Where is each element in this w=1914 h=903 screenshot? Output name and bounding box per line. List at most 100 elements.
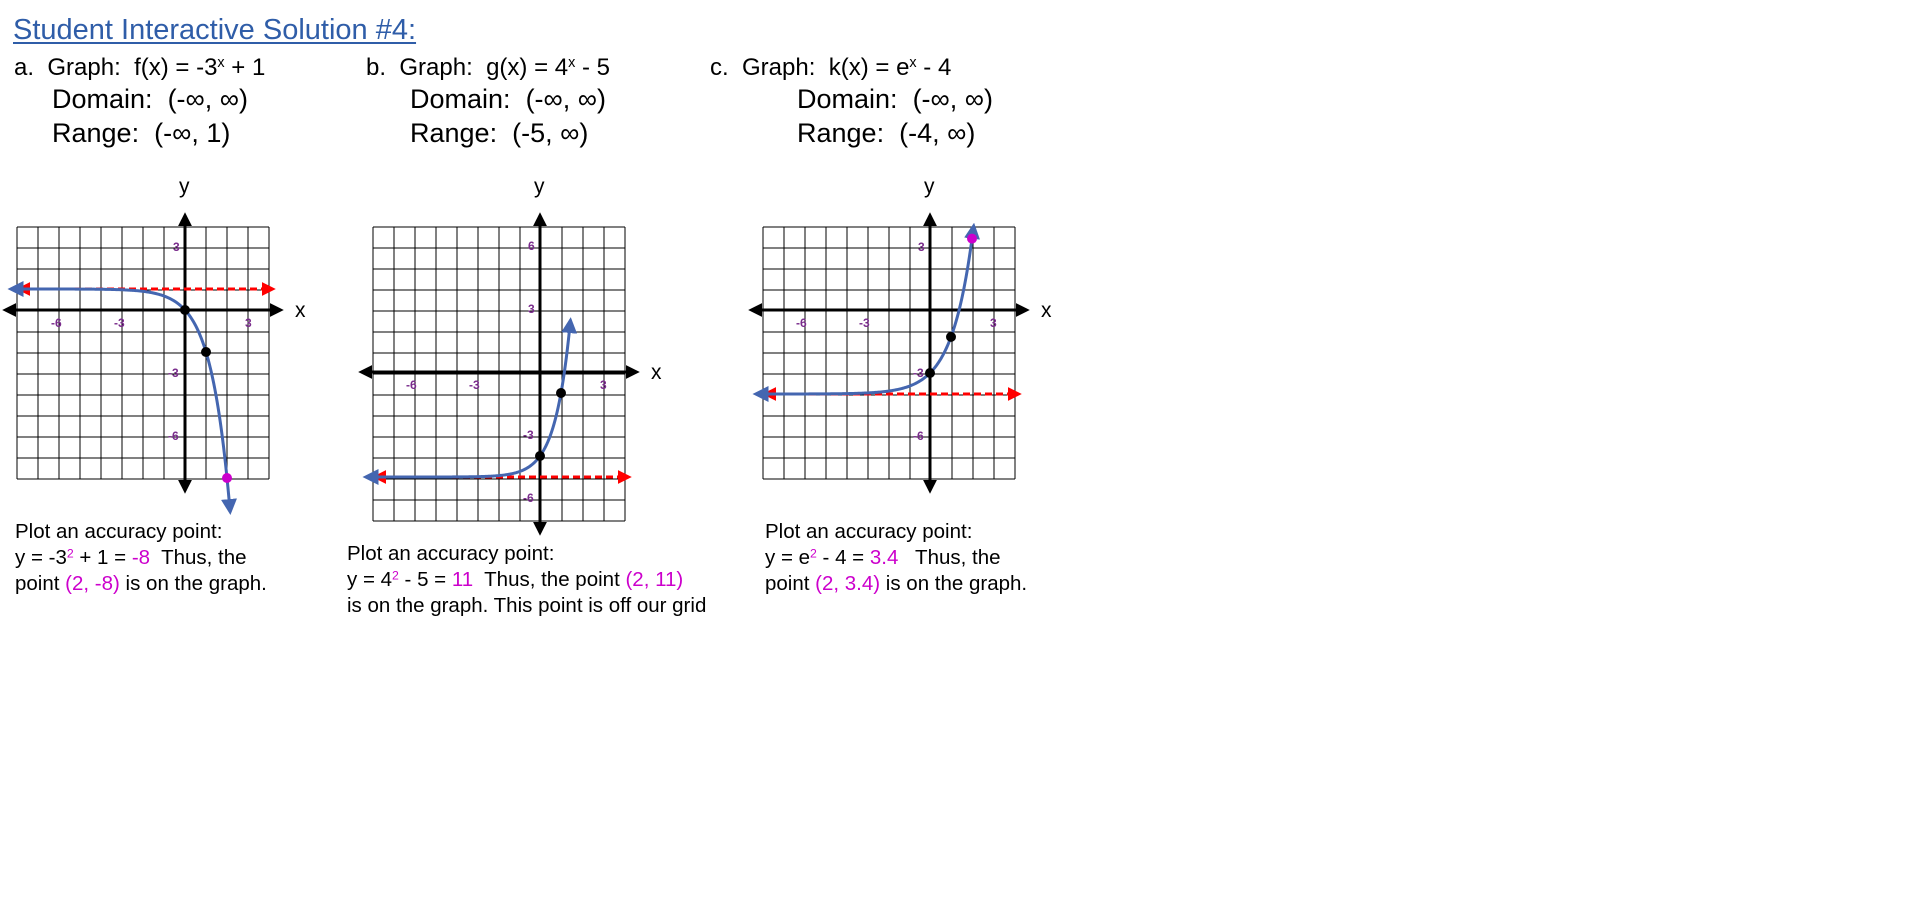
y-tick-label: 3: [173, 240, 180, 254]
problem-b-fn-base: g(x) = 4: [486, 54, 569, 81]
y-axis-label: y: [179, 175, 190, 198]
problem-b-domain: Domain: (-∞, ∞): [410, 84, 606, 115]
x-tick-label: 3: [245, 316, 252, 330]
y-axis-label: y: [924, 175, 935, 198]
note-a-point-pre: point: [15, 572, 66, 595]
x-tick-label: 3: [990, 316, 997, 330]
plotted-point: [180, 305, 190, 315]
x-axis-label: x: [1041, 299, 1052, 322]
note-c-calc: y = e2 - 4 = 3.4 Thus, the: [765, 545, 1027, 571]
problem-a-letter: a.: [14, 54, 35, 81]
problem-b-range: Range: (-5, ∞): [410, 118, 588, 149]
problem-c-fn-tail: - 4: [916, 54, 952, 81]
note-c-calc-mid: - 4 =: [816, 546, 870, 569]
note-b-point: (2, 11): [625, 568, 684, 591]
problem-a-range: Range: (-∞, 1): [52, 118, 230, 149]
y-tick-label: -6: [523, 491, 534, 505]
page-title: Student Interactive Solution #4:: [13, 14, 417, 46]
note-b-calc-exp: 2: [392, 568, 399, 583]
accuracy-point: [222, 473, 232, 483]
note-a-calc-mid: + 1 =: [73, 546, 132, 569]
y-tick-label: 3: [918, 240, 925, 254]
plotted-point: [201, 347, 211, 357]
problem-b-domain-label: Domain:: [410, 84, 511, 114]
problem-c-domain-label: Domain:: [797, 84, 898, 114]
note-b-calc-base: y = 4: [347, 568, 393, 591]
function-curve: [362, 317, 578, 485]
plotted-point: [535, 451, 545, 461]
grid: [762, 226, 1016, 480]
problem-c-domain: Domain: (-∞, ∞): [797, 84, 993, 115]
note-c-point: (2, 3.4): [815, 572, 881, 595]
note-a-line1: Plot an accuracy point:: [15, 520, 223, 543]
y-tick-label: 3: [528, 302, 535, 316]
note-b-line1: Plot an accuracy point:: [347, 542, 555, 565]
problem-b-fn-tail: - 5: [575, 54, 610, 81]
problem-b-function: b. Graph: g(x) = 4x - 5: [366, 54, 610, 82]
note-a-point-line: point (2, -8) is on the graph.: [15, 571, 267, 597]
note-b: Plot an accuracy point: y = 42 - 5 = 11 …: [347, 541, 706, 619]
problem-c-fn-exp: x: [909, 55, 917, 72]
problem-c-range-label: Range:: [797, 118, 885, 148]
y-tick-label: 6: [528, 239, 535, 253]
note-c-line1: Plot an accuracy point:: [765, 520, 973, 543]
accuracy-point: [967, 233, 977, 244]
note-c-point-line: point (2, 3.4) is on the graph.: [765, 571, 1027, 597]
problem-c-graph-word: Graph:: [742, 54, 816, 81]
note-b-calc-tail: Thus, the point: [473, 568, 626, 591]
note-a-calc-exp: 2: [66, 546, 74, 561]
note-a-calc-result: -8: [131, 546, 151, 569]
problem-a-graph-word: Graph:: [47, 54, 121, 81]
x-tick-label: 3: [600, 378, 607, 392]
note-b-calc: y = 42 - 5 = 11 Thus, the point (2, 11): [347, 567, 706, 593]
problem-c-letter: c.: [710, 54, 729, 81]
note-a-calc: y = -32 + 1 = -8 Thus, the: [15, 545, 267, 571]
function-curve: [7, 281, 237, 516]
note-c-point-pre: point: [765, 572, 816, 595]
plotted-point: [925, 368, 935, 378]
note-a-point-post: is on the graph.: [119, 572, 267, 595]
problem-b-letter: b.: [366, 54, 387, 81]
note-a-calc-tail: Thus, the: [150, 546, 247, 569]
problem-b-range-value: (-5, ∞): [512, 118, 589, 148]
note-a-point: (2, -8): [65, 572, 120, 595]
problem-b-graph-word: Graph:: [399, 54, 473, 81]
problem-a-fn-tail: + 1: [224, 54, 266, 81]
problem-a-domain-label: Domain:: [52, 84, 153, 114]
problem-b-fn-exp: x: [568, 55, 576, 72]
x-axis-label: x: [651, 361, 662, 384]
problem-a-function: a. Graph: f(x) = -3x + 1: [14, 54, 265, 82]
note-c-calc-result: 3.4: [869, 546, 899, 569]
problem-a-range-value: (-∞, 1): [154, 118, 231, 148]
function-curve: [752, 222, 980, 402]
problem-a-fn-exp: x: [217, 55, 225, 72]
note-c-calc-tail: Thus, the: [898, 546, 1001, 569]
note-a: Plot an accuracy point: y = -32 + 1 = -8…: [15, 519, 267, 597]
plotted-point: [556, 388, 566, 398]
note-b-calc-mid: - 5 =: [398, 568, 452, 591]
problem-c-range: Range: (-4, ∞): [797, 118, 975, 149]
problem-c-function: c. Graph: k(x) = ex - 4: [710, 54, 951, 82]
problem-a-domain-value: (-∞, ∞): [167, 84, 249, 114]
note-c-calc-base: y = e: [765, 546, 811, 569]
note-a-calc-base: y = -3: [15, 546, 67, 569]
note-b-calc-result: 11: [451, 568, 474, 591]
problem-a-domain: Domain: (-∞, ∞): [52, 84, 248, 115]
note-c: Plot an accuracy point: y = e2 - 4 = 3.4…: [765, 519, 1027, 597]
note-b-line4: is on the graph. This point is off our g…: [347, 594, 707, 617]
y-axis-label: y: [534, 175, 545, 198]
problem-a-fn-base: f(x) = -3: [134, 54, 218, 81]
x-tick-label: -6: [796, 316, 807, 330]
problem-b-domain-value: (-∞, ∞): [525, 84, 607, 114]
x-axis-label: x: [295, 299, 306, 322]
problem-c-range-value: (-4, ∞): [899, 118, 976, 148]
problem-c-domain-value: (-∞, ∞): [912, 84, 994, 114]
note-c-point-post: is on the graph.: [880, 572, 1028, 595]
x-tick-label: -3: [859, 316, 870, 330]
note-c-calc-exp: 2: [810, 546, 817, 561]
y-tick-label: -6: [913, 429, 924, 443]
problem-b-range-label: Range:: [410, 118, 498, 148]
